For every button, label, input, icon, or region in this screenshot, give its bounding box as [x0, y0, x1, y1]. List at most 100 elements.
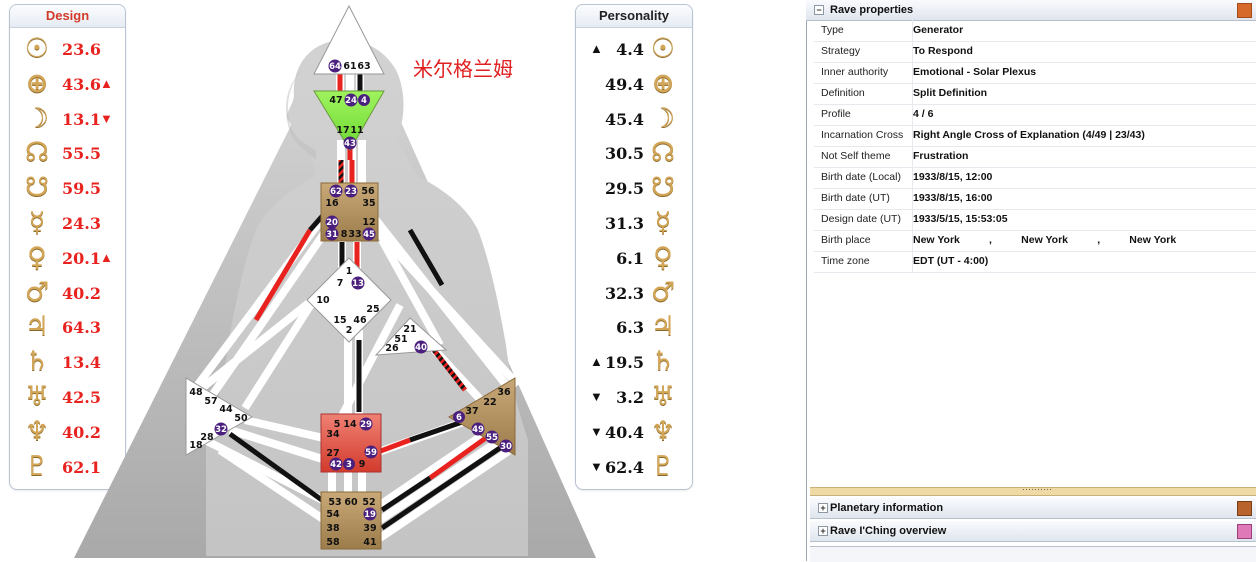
fixing-arrow-icon: ▼: [590, 458, 603, 474]
window-icon[interactable]: [1237, 524, 1252, 539]
gate-32: 32: [215, 425, 227, 435]
fixing-arrow-icon: ▲: [100, 75, 113, 91]
design-row[interactable]: ☿24.3: [10, 206, 125, 241]
gate-3: 3: [346, 460, 352, 470]
gate-28: 28: [200, 432, 214, 443]
property-value: 1933/8/15, 16:00: [913, 192, 993, 204]
personality-row[interactable]: ♂32.3: [576, 276, 692, 311]
property-value: 1933/8/15, 12:00: [913, 171, 993, 183]
personality-row[interactable]: ☿31.3: [576, 206, 692, 241]
property-label: Definition: [821, 87, 865, 99]
property-value: 1933/5/15, 15:53:05: [913, 213, 1008, 225]
gate-16: 16: [325, 198, 339, 209]
gate-64: 64: [329, 62, 341, 72]
design-row[interactable]: ♂40.2: [10, 276, 125, 311]
property-value: Right Angle Cross of Explanation (4/49 |…: [913, 129, 1145, 141]
property-label: Time zone: [821, 255, 870, 267]
gate-31-marker: [325, 227, 339, 241]
design-row[interactable]: ♇62.1: [10, 450, 125, 485]
gate-29-marker: [359, 417, 373, 431]
personality-row[interactable]: ☽45.4: [576, 102, 692, 137]
design-row[interactable]: ♀20.1▲: [10, 241, 125, 276]
rave-property-row[interactable]: Birth date (Local)1933/8/15, 12:00: [814, 167, 1256, 189]
gate-49: 49: [472, 425, 484, 435]
design-row[interactable]: ☊ 55.5: [10, 136, 125, 171]
design-row[interactable]: ♅42.5: [10, 380, 125, 415]
gate-6-marker: [453, 411, 465, 423]
collapse-icon[interactable]: −: [814, 5, 824, 15]
ego-center: [374, 317, 448, 356]
gate-43: 43: [344, 139, 356, 149]
personality-row[interactable]: ♄19.5▲: [576, 345, 692, 380]
personality-row[interactable]: ♆40.4▼: [576, 415, 692, 450]
design-row[interactable]: ⊕43.6▲: [10, 67, 125, 102]
gate-56: 56: [361, 186, 375, 197]
personality-row[interactable]: ♀6.1: [576, 241, 692, 276]
planet-symbol-icon: ♇: [24, 450, 50, 482]
planet-symbol-icon: ☋: [25, 172, 49, 204]
gate-line-value: 13.4: [62, 353, 101, 373]
personality-row[interactable]: ♃6.3: [576, 310, 692, 345]
planet-symbol-icon: ♆: [650, 415, 676, 447]
gate-11: 11: [350, 125, 363, 136]
gate-57: 57: [204, 396, 217, 407]
fixing-arrow-icon: ▲: [590, 41, 603, 56]
g-center: [306, 257, 392, 343]
rave-property-row[interactable]: Birth date (UT)1933/8/15, 16:00: [814, 188, 1256, 210]
design-row[interactable]: ☋59.5: [10, 171, 125, 206]
rave-properties-header[interactable]: − Rave properties: [806, 0, 1256, 21]
personality-row[interactable]: ☋29.5: [576, 171, 692, 206]
gate-42: 42: [330, 460, 342, 470]
personality-row[interactable]: ♅3.2▼: [576, 380, 692, 415]
gate-23-marker: [344, 184, 358, 198]
gate-20-marker: [325, 215, 339, 229]
rave-property-row[interactable]: Design date (UT) 1933/5/15, 15:53:05: [814, 209, 1256, 231]
personality-row[interactable]: ⊕49.4: [576, 67, 692, 102]
design-row[interactable]: ♆40.2: [10, 415, 125, 450]
personality-row[interactable]: ♇62.4▼: [576, 450, 692, 485]
property-label: Not Self theme: [821, 150, 891, 162]
expand-icon[interactable]: +: [818, 503, 828, 513]
design-row[interactable]: ♃64.3: [10, 310, 125, 345]
gate-59-marker: [364, 445, 378, 459]
personality-row[interactable]: ☉4.4▲: [576, 32, 692, 67]
planet-symbol-icon: ☊: [25, 137, 49, 169]
gate-40-marker: [414, 340, 428, 354]
expand-icon[interactable]: +: [818, 526, 828, 536]
gate-9: 9: [359, 459, 366, 470]
gate-17: 17: [336, 125, 349, 136]
planetary-info-header[interactable]: + Planetary information: [810, 498, 1256, 519]
property-label: Birth place: [821, 234, 871, 246]
design-row[interactable]: ☽13.1▼: [10, 102, 125, 137]
splitter-bar[interactable]: ··········: [810, 484, 1256, 496]
design-row[interactable]: ♄ 13.4: [10, 345, 125, 380]
gate-7: 7: [337, 278, 344, 289]
gate-38: 38: [326, 523, 340, 534]
table-icon[interactable]: [1237, 3, 1252, 18]
gate-27: 27: [326, 448, 339, 459]
design-row[interactable]: ☉23.6: [10, 32, 125, 67]
iching-overview-header[interactable]: + Rave I'Ching overview: [810, 521, 1256, 542]
planet-symbol-icon: ♄: [24, 346, 50, 378]
gate-43-marker: [343, 136, 357, 150]
ajna-center: [313, 90, 385, 151]
property-label: Strategy: [821, 45, 861, 57]
gate-line-value: 55.5: [62, 144, 101, 164]
gate-32-marker: [214, 422, 228, 436]
personality-row[interactable]: ☊30.5: [576, 136, 692, 171]
grid-icon[interactable]: [1237, 501, 1252, 516]
planet-symbol-icon: ⊕: [25, 67, 49, 99]
gate-60: 60: [344, 497, 358, 508]
gate-line-value: 4.4: [616, 40, 644, 59]
gate-14: 14: [343, 419, 357, 430]
property-label: Design date (UT): [821, 213, 901, 225]
